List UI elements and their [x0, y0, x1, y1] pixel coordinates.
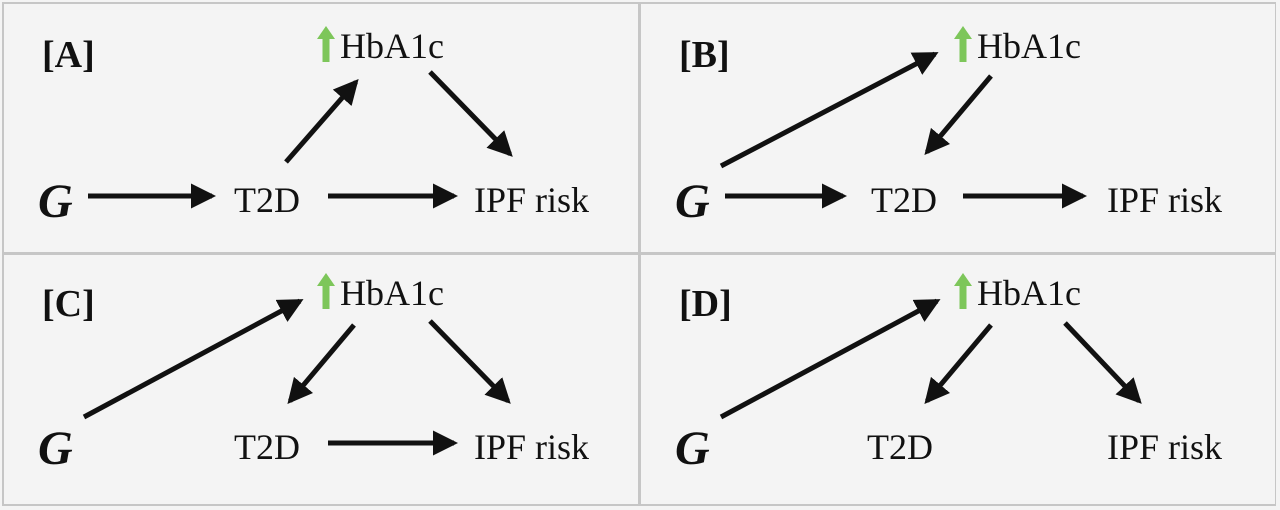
panel-label: [A]: [42, 34, 95, 76]
arrow-hba1c-to-ipf: [428, 319, 511, 404]
up-arrow-icon: [317, 26, 335, 67]
arrow-g-to-hba1c: [719, 298, 941, 420]
panel-a: [A] HbA1c G T2D IPF risk: [4, 4, 638, 252]
panel-a-arrows: [88, 70, 513, 209]
arrow-hba1c-to-t2d: [924, 323, 993, 405]
panel-d: [D] HbA1c G T2D IPF risk: [641, 255, 1275, 504]
t2d-node: T2D: [234, 427, 300, 467]
arrow-g-to-hba1c: [82, 298, 304, 420]
arrow-hba1c-to-t2d: [287, 323, 356, 405]
genetic-instrument-node: G: [38, 422, 73, 475]
panel-b: [B] HbA1c G T2D IPF risk: [641, 4, 1275, 252]
up-arrow-icon: [954, 26, 972, 67]
hba1c-node: HbA1c: [977, 26, 1081, 66]
ipf-risk-node: IPF risk: [1107, 180, 1223, 220]
arrow-hba1c-to-ipf: [1063, 321, 1142, 404]
arrow-hba1c-to-t2d: [924, 74, 993, 156]
horizontal-divider: [2, 252, 1276, 255]
panel-label: [B]: [679, 34, 730, 76]
up-arrow-icon: [954, 273, 972, 314]
hba1c-node: HbA1c: [340, 26, 444, 66]
panel-c: [C] HbA1c G T2D IPF risk: [4, 255, 638, 504]
arrow-g-to-hba1c: [719, 51, 939, 169]
hba1c-node: HbA1c: [977, 273, 1081, 313]
t2d-node: T2D: [871, 180, 937, 220]
genetic-instrument-node: G: [38, 175, 73, 228]
panel-label: [D]: [679, 283, 732, 325]
t2d-node: T2D: [867, 427, 933, 467]
panel-d-arrows: [719, 298, 1142, 420]
hba1c-node: HbA1c: [340, 273, 444, 313]
panel-label: [C]: [42, 283, 95, 325]
up-arrow-icon: [317, 273, 335, 314]
panel-b-arrows: [719, 51, 1088, 209]
ipf-risk-node: IPF risk: [1107, 427, 1223, 467]
genetic-instrument-node: G: [675, 175, 710, 228]
t2d-node: T2D: [234, 180, 300, 220]
arrow-hba1c-to-ipf: [428, 70, 513, 157]
ipf-risk-node: IPF risk: [474, 427, 590, 467]
panel-c-arrows: [82, 298, 511, 456]
ipf-risk-node: IPF risk: [474, 180, 590, 220]
genetic-instrument-node: G: [675, 422, 710, 475]
arrow-t2d-to-hba1c: [284, 78, 359, 164]
